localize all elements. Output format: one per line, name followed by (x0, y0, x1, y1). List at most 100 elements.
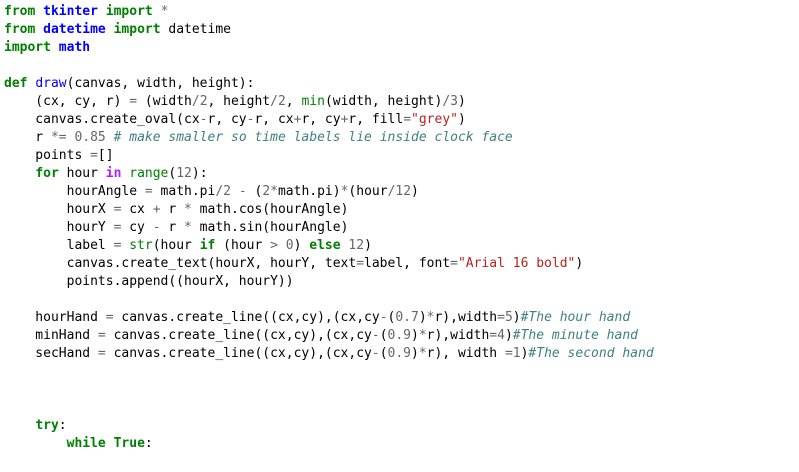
code-token: r, cy (301, 112, 341, 127)
code-token: from (4, 4, 36, 19)
code-token: datetime (160, 22, 232, 37)
code-token: + (293, 112, 302, 127)
code-line: try: (4, 417, 67, 435)
code-token: / (215, 184, 224, 199)
code-token: math.sin(hourAngle) (191, 220, 349, 235)
code-token: canvas.create_text(hourX, hourY, text (4, 256, 357, 271)
code-token: (hour (348, 184, 388, 199)
code-token: ( (168, 166, 177, 181)
code-token: from (4, 22, 36, 37)
code-token: 2 (277, 94, 286, 109)
code-token: / (387, 184, 396, 199)
code-token: ) (458, 94, 466, 109)
code-token: : (144, 436, 153, 451)
code-token: canvas.create_line((cx,cy),(cx,cy (113, 310, 380, 325)
code-token: *= (50, 130, 67, 145)
code-token: = (144, 184, 153, 199)
code-token: def (4, 76, 28, 91)
code-token: - (246, 112, 255, 127)
code-token: = (113, 238, 122, 253)
code-token: label, font (364, 256, 451, 271)
code-token: 0.7 (395, 310, 419, 325)
code-token: ) (411, 184, 419, 199)
code-token: = (403, 112, 412, 127)
code-line: for hour in range(12): (4, 165, 208, 183)
code-token: in (105, 166, 122, 181)
code-token: 5 (504, 310, 513, 325)
code-token: = (97, 346, 106, 361)
code-token: secHand (4, 346, 98, 361)
code-token: for (35, 166, 59, 181)
code-token: , (285, 94, 302, 109)
code-token: ( (379, 346, 388, 361)
code-token: 1 (512, 346, 521, 361)
code-token (98, 4, 106, 19)
code-token: minHand (4, 328, 98, 343)
code-token: + (340, 112, 349, 127)
code-token: 0.9 (387, 346, 411, 361)
code-token: canvas.create_oval(cx (4, 112, 200, 127)
code-token: ) (575, 256, 584, 271)
code-token: = (497, 310, 505, 325)
code-token: * (418, 328, 427, 343)
code-line: minHand = canvas.create_line((cx,cy),(cx… (4, 327, 638, 345)
code-token: ): (191, 166, 208, 181)
code-token: try (35, 418, 59, 433)
code-token: + (152, 202, 161, 217)
code-token: min (301, 94, 325, 109)
code-token: r (160, 220, 185, 235)
code-line: points.append((hourX, hourY)) (4, 273, 294, 291)
code-token (106, 130, 114, 145)
code-token: #The minute hand (512, 328, 638, 343)
code-token: points.append((hourX, hourY)) (4, 274, 294, 289)
code-token: #The second hand (528, 346, 654, 361)
code-token: canvas.create_line((cx,cy),(cx,cy (105, 328, 372, 343)
code-token: ) (293, 238, 310, 253)
code-token (231, 184, 239, 199)
code-token: : (58, 418, 67, 433)
code-token: / (442, 94, 451, 109)
code-token: label (4, 238, 114, 253)
code-token: tkinter (43, 4, 98, 19)
code-token: = (97, 328, 106, 343)
code-token: r),width (434, 310, 498, 325)
code-token: points (4, 148, 91, 163)
code-token: - (371, 328, 380, 343)
code-token: r, fill (348, 112, 404, 127)
code-token: 2 (223, 184, 231, 199)
code-token: ) (418, 310, 427, 325)
code-token (4, 166, 35, 181)
code-token: hour (58, 166, 106, 181)
code-token: True (113, 436, 145, 451)
code-line: secHand = canvas.create_line((cx,cy),(cx… (4, 345, 654, 363)
code-token: ) (364, 238, 372, 253)
code-token: datetime (43, 22, 106, 37)
code-token: 2 (262, 184, 271, 199)
code-token: if (199, 238, 216, 253)
code-token (4, 436, 67, 451)
code-line: hourY = cy - r * math.sin(hourAngle) (4, 219, 349, 237)
code-token: = (450, 256, 458, 271)
code-token: * (160, 4, 169, 19)
code-token: ( (379, 328, 388, 343)
code-token: "Arial 16 bold" (457, 256, 576, 271)
code-token: cx (121, 202, 153, 217)
code-token (35, 22, 43, 37)
code-token: hourHand (4, 310, 106, 325)
code-token: hourAngle (4, 184, 145, 199)
code-line: while True: (4, 435, 153, 453)
code-token: * (426, 310, 435, 325)
code-line: import math (4, 39, 90, 57)
code-token: 0.9 (387, 328, 411, 343)
code-token: * (184, 220, 192, 235)
code-token: , height (207, 94, 271, 109)
code-token: import (105, 4, 153, 19)
code-token: r), width (426, 346, 505, 361)
code-token: = (113, 202, 122, 217)
code-token: r, cy (207, 112, 247, 127)
code-token: * (270, 184, 278, 199)
code-token: (width (137, 94, 192, 109)
code-token: * (418, 346, 427, 361)
code-token: = (90, 148, 98, 163)
